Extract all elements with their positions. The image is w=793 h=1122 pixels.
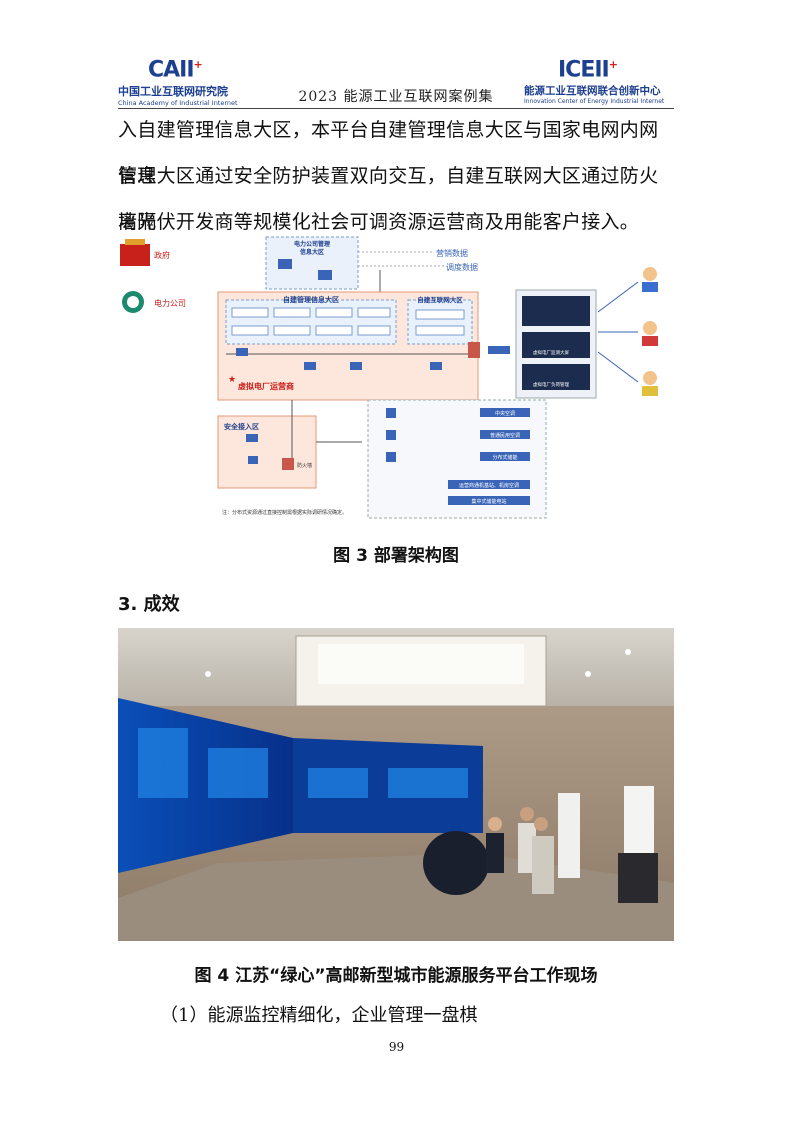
caii-logo-mark: CAII+: [148, 57, 203, 83]
iceii-logo-en: Innovation Center of Energy Industrial I…: [524, 98, 665, 106]
control-room-photo: [118, 628, 674, 941]
resource-label-4: 运营商通机基站、机房空调: [459, 482, 519, 489]
caii-logo: CAII+ 中国工业互联网研究院 China Academy of Indust…: [118, 54, 258, 107]
government-icon: [120, 244, 150, 266]
dispatch-data-label: 调度数据: [446, 262, 478, 272]
body-line-3: 离光伏开发商等规模化社会可调资源运营商及用能客户接入。: [118, 211, 640, 233]
vpp-operator-label: 虚拟电厂运营商: [238, 381, 294, 391]
mgmt-zone: [225, 299, 397, 345]
internet-zone-title: 自建互联网大区: [417, 295, 463, 304]
deployment-diagram: 政府 电力公司 电力公司管理 信息大区 营销数据 调度数据 自建管理信息大区 自…: [118, 232, 674, 522]
svg-text:电力公司管理: 电力公司管理: [294, 240, 330, 248]
firewall-icon: [468, 342, 480, 358]
resource-label-5: 集中式储能电站: [471, 498, 506, 505]
air-conditioner: [558, 793, 580, 878]
marketing-data-label: 营销数据: [436, 248, 468, 258]
page-number: 99: [388, 1040, 405, 1054]
resource-label-2: 普通民用空调: [490, 432, 520, 439]
figure3-caption: 图 3 部署架构图: [333, 546, 459, 566]
security-access-zone: [217, 415, 317, 489]
caii-logo-cn: 中国工业互联网研究院: [118, 85, 228, 99]
screen-label-1: 虚拟电厂监测大屏: [533, 349, 569, 356]
section-title: 3. 成效: [118, 594, 180, 615]
user-icons: [642, 267, 658, 396]
figure4-caption: 图 4 江苏“绿心”高邮新型城市能源服务平台工作现场: [194, 966, 598, 986]
page-header: CAII+ 中国工业互联网研究院 China Academy of Indust…: [118, 50, 674, 109]
sphere-display: [423, 831, 489, 895]
iceii-logo: ICEII+ 能源工业互联网联合创新中心 Innovation Center o…: [524, 54, 674, 105]
caii-logo-en: China Academy of Industrial Internet: [118, 99, 238, 108]
svg-text:信息大区: 信息大区: [300, 248, 324, 256]
body-line-2: 信息大区通过安全防护装置双向交互，自建互联网大区通过防火墙隔: [118, 165, 659, 233]
resource-label-3: 分布式储能: [492, 454, 517, 461]
resource-label-1: 中央空调: [495, 410, 515, 417]
gov-label: 政府: [154, 250, 170, 260]
screen-label-2: 虚拟电厂负荷管理: [533, 381, 569, 388]
header-title: 2023 能源工业互联网案例集: [298, 89, 494, 105]
body-line-1: 入自建管理信息大区，本平台自建管理信息大区与国家电网内网管理: [118, 119, 659, 187]
internet-zone: [407, 299, 473, 345]
list-item-1: （1）能源监控精细化，企业管理一盘棋: [160, 1005, 478, 1026]
svg-text:★: ★: [228, 375, 236, 385]
iceii-logo-cn: 能源工业互联网联合创新中心: [524, 85, 661, 98]
security-zone-title: 安全接入区: [224, 422, 259, 431]
people: [486, 807, 554, 894]
iceii-logo-mark: ICEII+: [558, 57, 618, 83]
mgmt-zone-title: 自建管理信息大区: [283, 295, 339, 304]
diagram-footnote: 注：分布式资源通过直接控制需根据实际调研情况确定。: [222, 509, 347, 516]
grid-label: 电力公司: [154, 298, 186, 308]
firewall-label: 防火墙: [297, 462, 312, 469]
